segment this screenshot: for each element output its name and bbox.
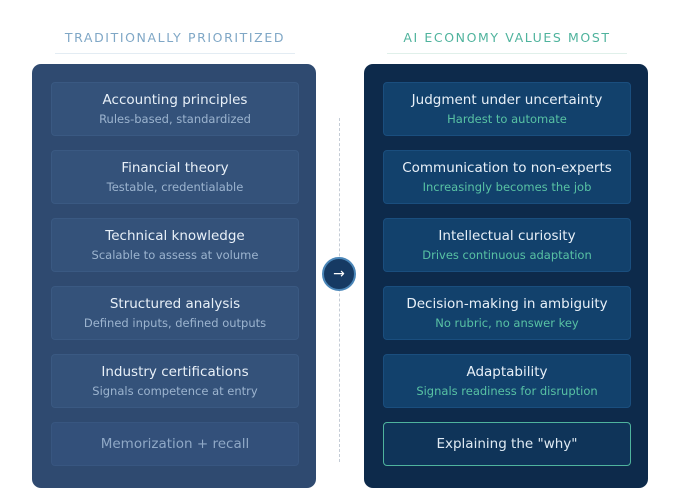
card-subtitle: Rules-based, standardized [99, 111, 251, 126]
skill-card-memorization-recall: Memorization + recall [51, 422, 299, 466]
right-column-heading: AI ECONOMY VALUES MOST [387, 30, 627, 54]
card-subtitle: Scalable to assess at volume [91, 247, 259, 262]
card-title: Memorization + recall [100, 435, 250, 452]
card-subtitle: Defined inputs, defined outputs [83, 315, 267, 330]
traditional-skills-panel: Accounting principles Rules-based, stand… [32, 64, 316, 488]
left-column-heading: TRADITIONALLY PRIORITIZED [55, 30, 295, 54]
card-subtitle: Hardest to automate [447, 111, 567, 126]
card-subtitle: Signals competence at entry [92, 383, 258, 398]
card-title: Adaptability [466, 363, 548, 380]
skill-card-accounting-principles: Accounting principles Rules-based, stand… [51, 82, 299, 136]
arrow-right-icon: → [322, 257, 356, 291]
card-title: Decision-making in ambiguity [406, 295, 608, 312]
skill-card-industry-certifications: Industry certifications Signals competen… [51, 354, 299, 408]
skill-card-adaptability: Adaptability Signals readiness for disru… [383, 354, 631, 408]
card-title: Industry certifications [101, 363, 249, 380]
card-title: Technical knowledge [105, 227, 245, 244]
card-title: Financial theory [121, 159, 229, 176]
card-subtitle: Increasingly becomes the job [422, 179, 592, 194]
ai-economy-skills-panel: Judgment under uncertainty Hardest to au… [364, 64, 648, 488]
card-subtitle: Signals readiness for disruption [416, 383, 598, 398]
card-title: Communication to non-experts [402, 159, 612, 176]
skill-card-judgment-under-uncertainty: Judgment under uncertainty Hardest to au… [383, 82, 631, 136]
card-subtitle: No rubric, no answer key [435, 315, 579, 330]
card-subtitle: Drives continuous adaptation [422, 247, 592, 262]
skill-card-decision-making-in-ambiguity: Decision-making in ambiguity No rubric, … [383, 286, 631, 340]
skill-card-explaining-the-why: Explaining the "why" [383, 422, 631, 466]
card-title: Explaining the "why" [436, 435, 578, 452]
skill-card-intellectual-curiosity: Intellectual curiosity Drives continuous… [383, 218, 631, 272]
card-subtitle: Testable, credentialable [106, 179, 244, 194]
card-title: Accounting principles [102, 91, 248, 108]
card-title: Judgment under uncertainty [411, 91, 603, 108]
skill-card-technical-knowledge: Technical knowledge Scalable to assess a… [51, 218, 299, 272]
card-title: Intellectual curiosity [438, 227, 576, 244]
skill-card-communication-to-non-experts: Communication to non-experts Increasingl… [383, 150, 631, 204]
card-title: Structured analysis [109, 295, 241, 312]
skill-card-structured-analysis: Structured analysis Defined inputs, defi… [51, 286, 299, 340]
skill-card-financial-theory: Financial theory Testable, credentialabl… [51, 150, 299, 204]
